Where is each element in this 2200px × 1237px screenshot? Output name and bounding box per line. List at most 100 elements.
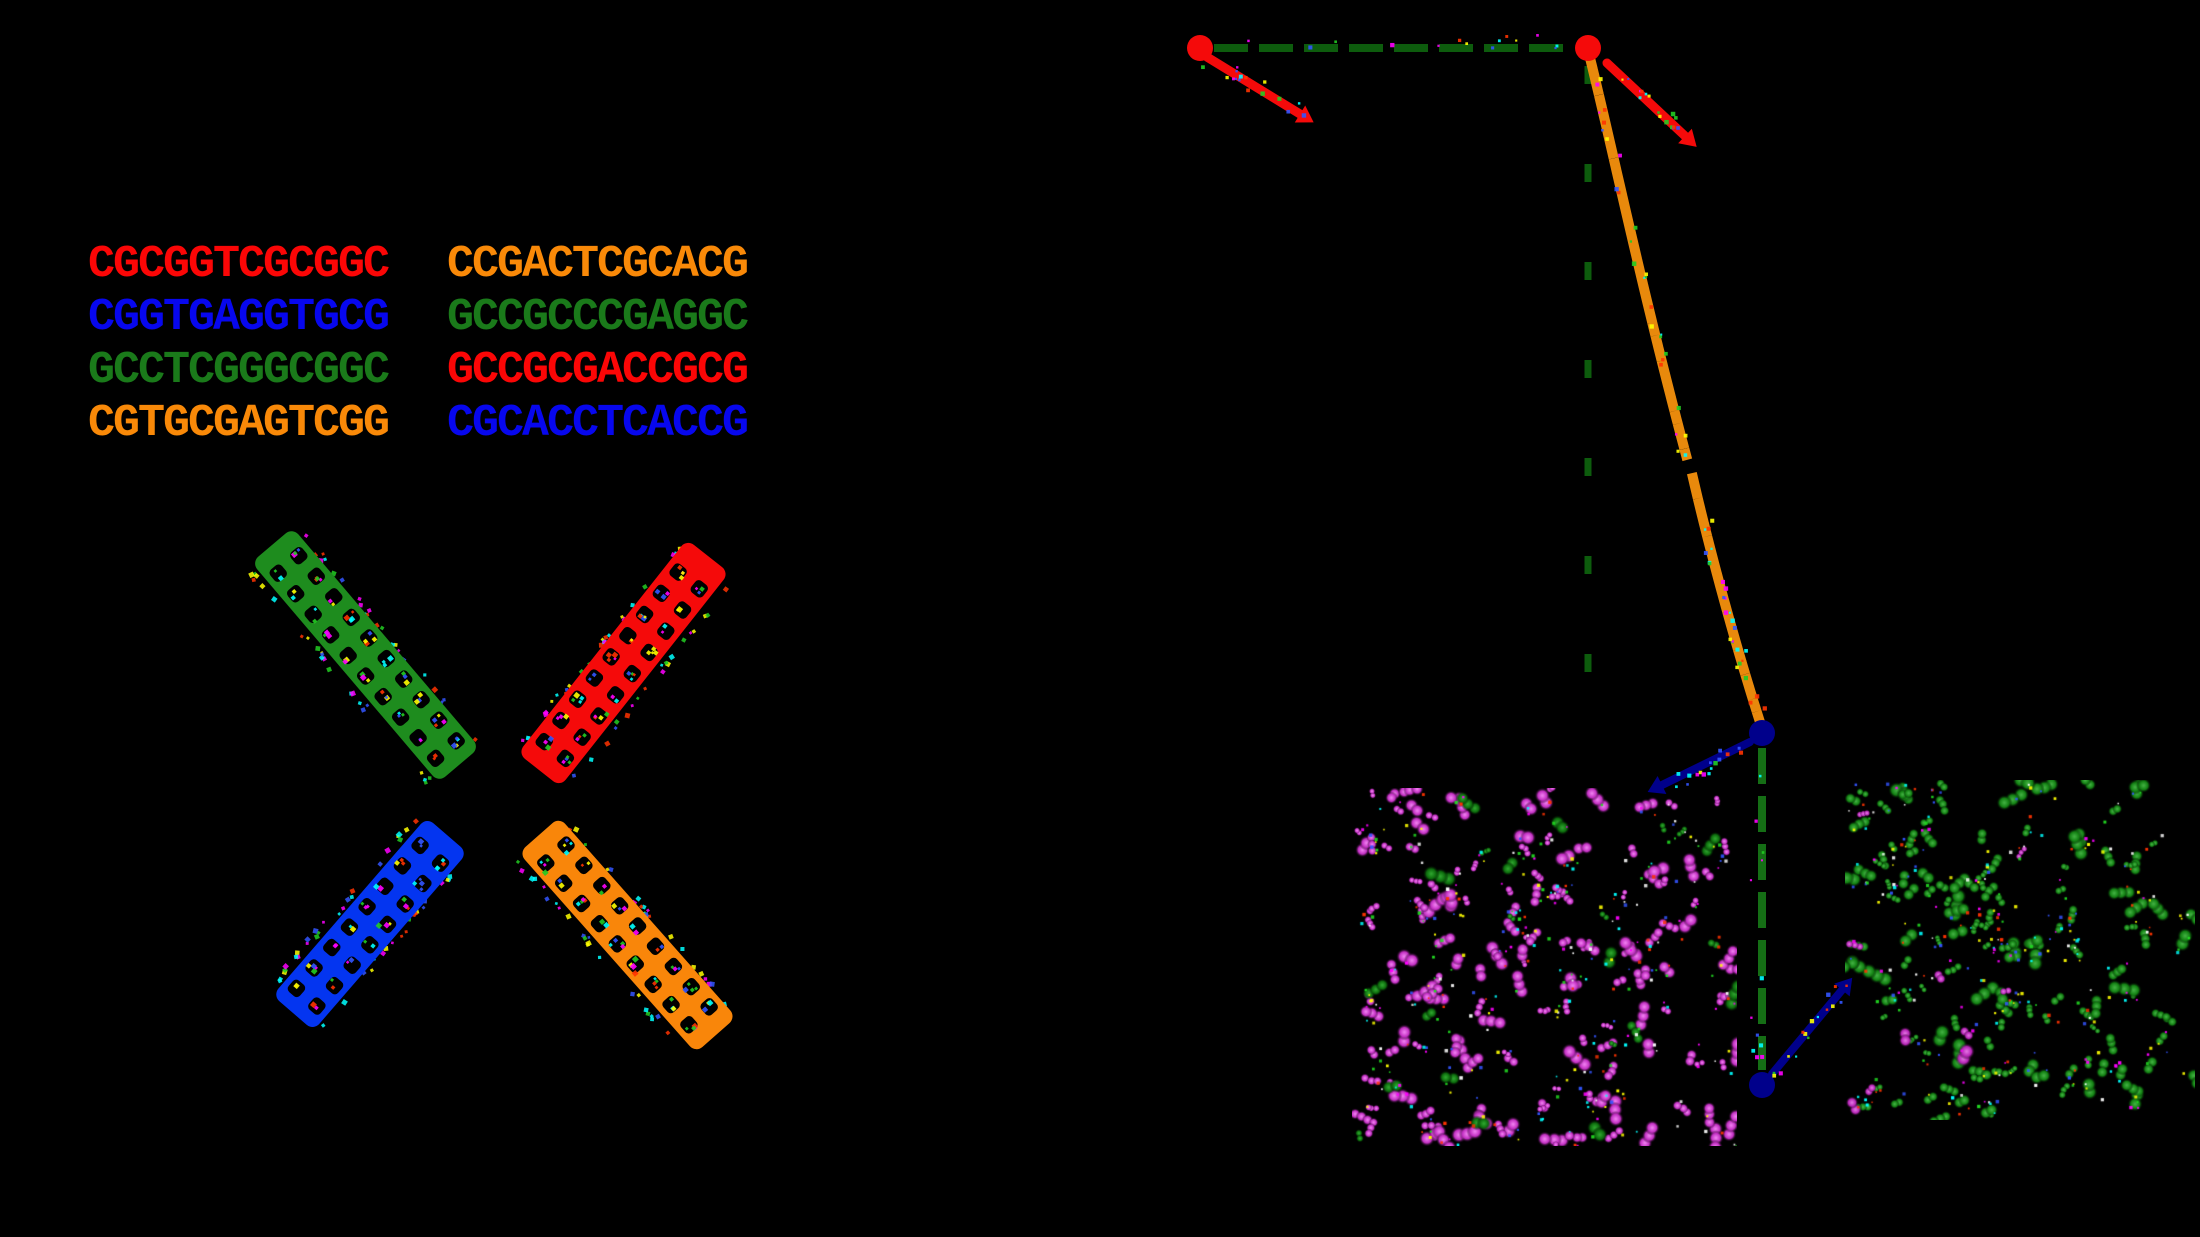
- noise-speckle: [1674, 116, 1678, 120]
- noise-speckle: [1735, 665, 1739, 670]
- noise-speckle: [1555, 44, 1559, 48]
- dna-strand: CGCACCTCACCG: [447, 398, 749, 449]
- sequence-column-left: CGCGGTCGCGGC CGGTGAGGTGCG GCCTCGGGCGGC C…: [88, 238, 390, 450]
- noise-speckle: [1238, 74, 1243, 79]
- noise-speckle: [1683, 453, 1688, 457]
- noise-speckle: [1235, 70, 1238, 73]
- orange-arm-bottom-right: [515, 820, 733, 1050]
- noise-speckle: [1664, 119, 1669, 125]
- noise-speckle: [1644, 272, 1649, 277]
- noise-speckle: [1732, 625, 1737, 630]
- noise-speckle: [1244, 75, 1248, 80]
- noise-speckle: [1744, 649, 1748, 653]
- noise-speckle: [1201, 65, 1205, 70]
- pathway-node-red-2: [1575, 35, 1601, 61]
- noise-speckle: [1755, 1033, 1759, 1037]
- noise-speckle: [1629, 240, 1633, 243]
- noise-speckle: [1703, 528, 1707, 531]
- pathway-node-blue-2: [1749, 1072, 1775, 1098]
- noise-speckle: [1730, 618, 1735, 623]
- noise-speckle: [1618, 153, 1622, 158]
- noise-speckle: [1676, 772, 1681, 776]
- noise-speckle: [1297, 102, 1301, 105]
- noise-speckle: [1709, 767, 1713, 770]
- noise-speckle: [1659, 335, 1663, 339]
- noise-speckle: [1725, 752, 1730, 757]
- noise-speckle: [1390, 42, 1395, 48]
- noise-speckle: [1638, 96, 1642, 100]
- noise-speckle: [1598, 77, 1603, 82]
- noise-speckle: [1633, 225, 1638, 230]
- noise-speckle: [1232, 77, 1235, 81]
- noise-speckle: [1695, 772, 1700, 777]
- noise-speckle: [1286, 109, 1291, 114]
- noise-speckle: [1236, 66, 1239, 69]
- noise-speckle: [1675, 785, 1678, 789]
- noise-speckle: [1831, 1004, 1835, 1009]
- noise-speckle: [1644, 275, 1648, 279]
- noise-speckle: [1723, 586, 1729, 591]
- noise-speckle: [1701, 772, 1706, 777]
- noise-speckle: [1457, 38, 1462, 43]
- noise-speckle: [1225, 75, 1229, 80]
- noise-speckle: [1465, 42, 1469, 46]
- noise-speckle: [1750, 1016, 1753, 1019]
- noise-speckle: [1554, 46, 1557, 50]
- noise-speckle: [1334, 40, 1337, 44]
- noise-speckle: [1497, 39, 1501, 43]
- red-arrow-2: [1602, 58, 1697, 147]
- dna-strand: CGGTGAGGTGCG: [88, 292, 390, 343]
- noise-speckle: [1710, 547, 1713, 550]
- dna-strand: GCCGCGACCGCG: [447, 345, 749, 396]
- noise-speckle: [1598, 111, 1601, 114]
- noise-speckle: [1644, 92, 1648, 96]
- noise-speckle: [1825, 1008, 1829, 1011]
- noise-speckle: [1674, 433, 1678, 436]
- noise-speckle: [1728, 611, 1732, 614]
- noise-speckle: [1737, 661, 1742, 666]
- noise-speckle: [1760, 859, 1763, 862]
- noise-speckle: [1536, 34, 1539, 37]
- noise-speckle: [1247, 39, 1250, 43]
- noise-speckle: [1778, 1071, 1783, 1076]
- noise-speckle: [1676, 405, 1681, 411]
- noise-speckle: [1676, 126, 1680, 130]
- dna-strand: CGTGCGAGTCGG: [88, 398, 390, 449]
- noise-speckle: [1749, 879, 1753, 882]
- noise-speckle: [1720, 579, 1726, 585]
- dna-strand: GCCTCGGGCGGC: [88, 345, 390, 396]
- noise-speckle: [1601, 128, 1604, 132]
- noise-speckle: [1234, 77, 1238, 80]
- pathway-node-blue-1: [1749, 720, 1775, 746]
- noise-speckle: [1659, 362, 1663, 367]
- noise-speckle: [1731, 640, 1734, 643]
- noise-speckle: [1713, 760, 1718, 766]
- noise-speckle: [1707, 561, 1712, 566]
- noise-speckle: [1687, 773, 1692, 778]
- noise-speckle: [1703, 551, 1708, 555]
- noise-speckle: [1661, 358, 1665, 362]
- noise-speckle: [1761, 851, 1765, 854]
- noise-speckle: [1614, 186, 1619, 192]
- noise-speckle: [1735, 647, 1740, 652]
- noise-speckle: [1748, 700, 1753, 705]
- noise-speckle: [1672, 125, 1676, 129]
- noise-speckle: [1807, 1036, 1810, 1040]
- noise-speckle: [1658, 114, 1662, 118]
- noise-speckle: [1706, 526, 1711, 531]
- red-arrow-1: [1202, 52, 1314, 123]
- noise-speckle: [1772, 1073, 1777, 1078]
- green-arm-top-left: [248, 531, 478, 785]
- blue-arrow-2: [1768, 977, 1853, 1078]
- afm-cluster-magenta: [1352, 788, 1737, 1146]
- noise-speckle: [1670, 111, 1676, 117]
- noise-speckle: [1647, 94, 1651, 98]
- noise-speckle: [1722, 595, 1726, 600]
- noise-speckle: [1728, 637, 1732, 642]
- noise-speckle: [1246, 88, 1250, 93]
- noise-speckle: [1660, 333, 1663, 336]
- noise-speckle: [1657, 111, 1660, 114]
- noise-speckle: [1640, 89, 1644, 94]
- noise-speckle: [1602, 120, 1607, 125]
- noise-speckle: [1754, 694, 1760, 699]
